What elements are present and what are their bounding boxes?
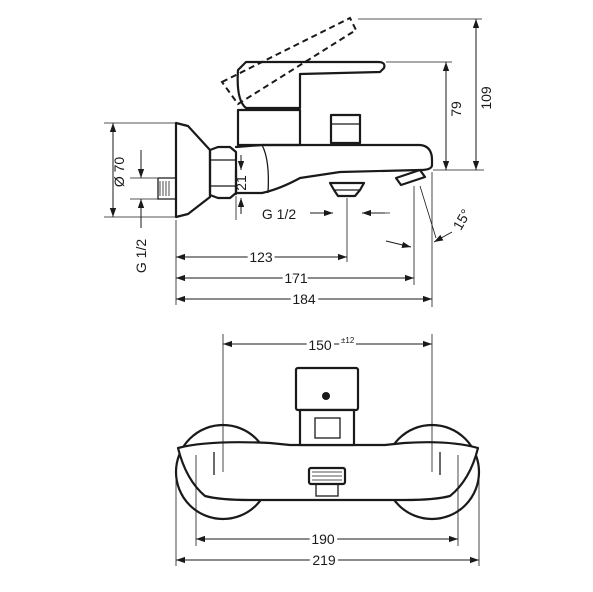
dim-angle-15: 15° — [449, 206, 473, 232]
spout-tip — [394, 168, 427, 187]
wall-thread-stub — [157, 177, 176, 200]
dim-g12-aerator: G 1/2 — [262, 206, 296, 222]
dim-184: 184 — [292, 291, 316, 307]
dim-150: 150 — [308, 337, 332, 353]
mixer-body — [234, 143, 434, 195]
cartridge-neck — [298, 408, 356, 447]
dim-171: 171 — [284, 270, 308, 286]
dim-109: 109 — [478, 86, 494, 110]
wall-rosette — [174, 121, 212, 219]
lever-handle — [236, 60, 386, 110]
dim-150-tolerance: ±12 — [341, 336, 355, 345]
dim-219: 219 — [312, 552, 336, 568]
dim-g12-wall: G 1/2 — [133, 239, 149, 273]
dim-123: 123 — [249, 249, 273, 265]
diverter-knob — [329, 113, 362, 145]
handle-front — [294, 366, 360, 412]
handle-indicator — [322, 392, 330, 400]
cartridge-housing — [236, 108, 302, 147]
dim-diameter-70: Ø 70 — [111, 157, 127, 188]
dim-190: 190 — [311, 531, 335, 547]
front-view: 150 ±12 190 219 — [174, 334, 481, 571]
dim-150-value: 150 — [308, 337, 332, 353]
side-view: 109 79 Ø 70 G 1/2 21 G 1/2 15° 123 171 1… — [104, 16, 494, 310]
lever-alt-position — [220, 16, 358, 106]
dim-21: 21 — [233, 175, 249, 191]
dim-79: 79 — [448, 101, 464, 117]
